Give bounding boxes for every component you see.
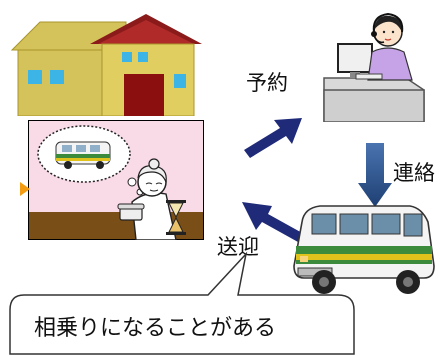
contact-label: 連絡 (393, 161, 435, 185)
callout-text: 相乗りになることがある (34, 316, 277, 341)
house-icon (6, 14, 202, 116)
telephone-operator-icon (316, 4, 428, 122)
pickup-label: 送迎 (217, 235, 259, 259)
taxi-van-icon (290, 202, 438, 298)
callout-bubble (0, 250, 360, 356)
reserve-arrow-icon (240, 112, 306, 162)
thought-van-icon (55, 141, 111, 169)
pickup-arrow-icon (238, 192, 308, 246)
contact-arrow-icon (358, 143, 392, 207)
telephone-icon (117, 203, 145, 221)
reserve-label: 予約 (246, 71, 288, 95)
orange-mark-icon (20, 182, 30, 196)
waiting-room-panel (28, 120, 204, 240)
hourglass-icon (166, 200, 186, 235)
